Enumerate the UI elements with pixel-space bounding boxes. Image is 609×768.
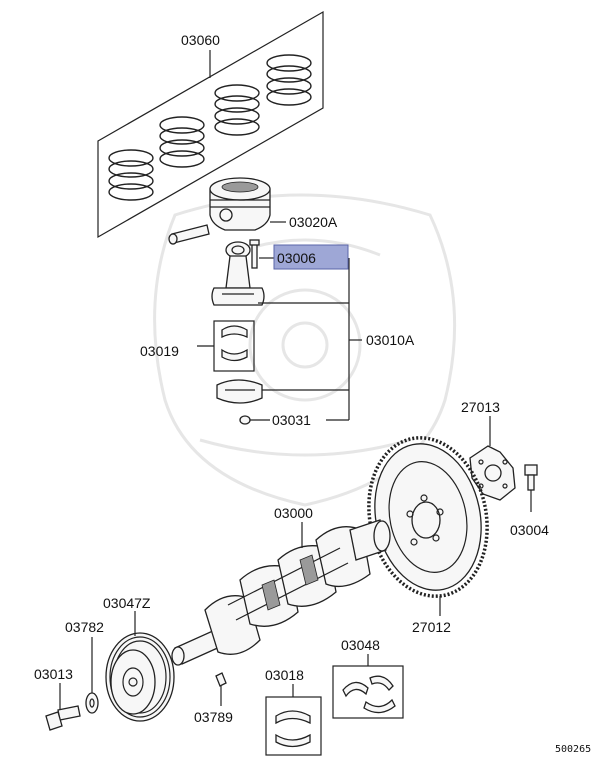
crankshaft-icon (171, 519, 391, 666)
label-03047Z[interactable]: 03047Z (103, 595, 151, 611)
ring-set-2 (159, 116, 205, 168)
con-rod-bolt-callout[interactable]: 03006 (259, 244, 349, 270)
label-03060[interactable]: 03060 (181, 32, 220, 48)
label-03020A[interactable]: 03020A (289, 214, 338, 230)
thrust-bearing-group[interactable]: 03048 (332, 637, 404, 719)
connecting-rod-group[interactable]: 03010A (211, 239, 415, 425)
washer-group[interactable]: 03782 (65, 619, 104, 714)
label-27012[interactable]: 27012 (412, 619, 451, 635)
key-icon (215, 672, 227, 687)
rod-nut-icon (239, 415, 251, 425)
ring-set-1 (108, 149, 154, 201)
label-03004[interactable]: 03004 (510, 522, 549, 538)
piston-rings-group[interactable]: 03060 (97, 10, 324, 239)
label-03013[interactable]: 03013 (34, 666, 73, 682)
piston-pin-icon (168, 224, 210, 245)
washer-icon (85, 692, 99, 714)
bearing-shell-icon (221, 325, 248, 362)
ring-set-4 (266, 54, 312, 106)
flywheel-group[interactable]: 27012 (355, 427, 502, 635)
label-27013[interactable]: 27013 (461, 399, 500, 415)
piston-icon (209, 177, 271, 231)
connecting-rod-icon (211, 241, 265, 306)
crank-bolt-group[interactable]: 03013 (34, 666, 81, 731)
damper-pulley-group[interactable]: 03047Z (103, 595, 175, 722)
label-03048[interactable]: 03048 (341, 637, 380, 653)
main-bearing-shell-icon (275, 710, 311, 748)
label-03018[interactable]: 03018 (265, 667, 304, 683)
piston-group[interactable]: 03020A (168, 177, 338, 245)
label-03006[interactable]: 03006 (277, 250, 316, 266)
flywheel-icon (367, 436, 489, 598)
key-group[interactable]: 03789 (194, 672, 233, 725)
label-03789[interactable]: 03789 (194, 709, 233, 725)
main-bearing-group[interactable]: 03018 (265, 667, 322, 756)
flywheel-bolt-icon (524, 464, 538, 491)
label-03010A[interactable]: 03010A (366, 332, 415, 348)
flywheel-plate-icon (469, 445, 516, 501)
label-03031[interactable]: 03031 (272, 412, 311, 428)
rod-cap-icon (216, 379, 263, 404)
document-number: 500265 (555, 744, 591, 755)
rod-bolt-icon (249, 239, 260, 269)
flywheel-plate-group[interactable]: 27013 (461, 399, 516, 501)
damper-pulley-icon (105, 632, 175, 722)
thrust-washer-icon (342, 675, 396, 714)
highlight-box (273, 244, 349, 270)
con-rod-bearing-group[interactable]: 03019 (140, 320, 255, 372)
crank-bolt-icon (45, 705, 81, 731)
flywheel-bolt-group[interactable]: 03004 (510, 464, 549, 538)
label-03782[interactable]: 03782 (65, 619, 104, 635)
ring-set-3 (214, 84, 260, 136)
label-03000[interactable]: 03000 (274, 505, 313, 521)
con-rod-nut-callout[interactable]: 03031 (250, 412, 349, 428)
label-03019[interactable]: 03019 (140, 343, 179, 359)
crankshaft-group[interactable]: 03000 (171, 505, 391, 666)
